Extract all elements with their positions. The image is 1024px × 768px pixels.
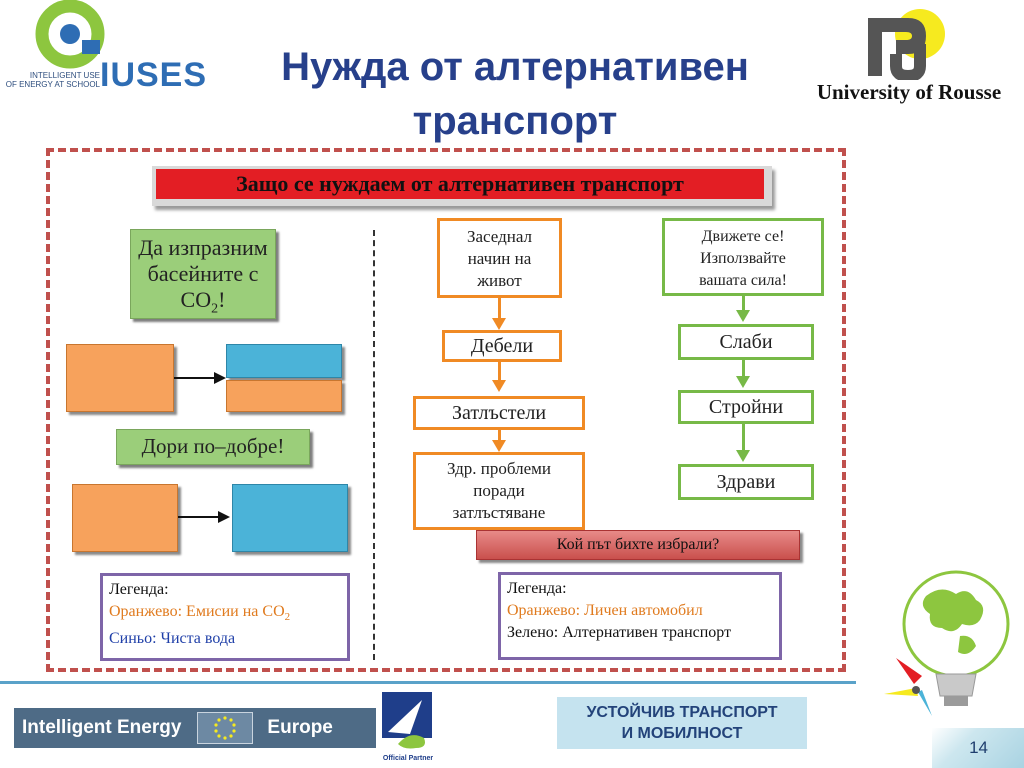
footer-divider bbox=[0, 681, 856, 684]
legend-left: Легенда: Оранжево: Емисии на CO2 Синьо: … bbox=[100, 573, 350, 661]
legend-left-blue: Синьо: Чиста вода bbox=[109, 628, 341, 650]
slim-box: Слаби bbox=[678, 324, 814, 360]
blue-block-2 bbox=[232, 484, 348, 552]
iuses-logo-subtext: INTELLIGENT USE OF ENERGY AT SCHOOL bbox=[4, 71, 100, 89]
globe-bulb-icon bbox=[884, 570, 1010, 716]
healthy-box: Здрави bbox=[678, 464, 814, 500]
ie-right-text: Europe bbox=[267, 717, 333, 738]
move-line1: Движете се! bbox=[701, 228, 785, 245]
rousse-emblem-icon bbox=[868, 9, 945, 83]
legend-right-green: Зелено: Алтернативен транспорт bbox=[507, 624, 732, 641]
official-partner-logo: Official Partner bbox=[380, 690, 436, 764]
empty-pools-line2: басейните с bbox=[147, 261, 259, 286]
green-arrow-3-head bbox=[736, 450, 750, 462]
orange-arrow-2-head bbox=[492, 380, 506, 392]
legend-right-title: Легенда: bbox=[507, 580, 567, 597]
column-divider bbox=[373, 230, 375, 660]
orange-arrow-2-line bbox=[498, 362, 501, 382]
orange-block-2 bbox=[72, 484, 178, 552]
university-name: University of Rousse bbox=[816, 80, 1002, 104]
sedentary-line2: начин на bbox=[467, 249, 532, 268]
empty-pools-box: Да изпразним басейните с CO2! bbox=[130, 229, 276, 319]
page-number: 14 bbox=[932, 728, 1024, 768]
move-line3: вашата сила! bbox=[699, 272, 787, 289]
page-title: Нужда от алтернативен транспорт bbox=[281, 45, 749, 143]
globe-bulb-illustration bbox=[856, 566, 1024, 728]
section-banner: Защо се нуждаем от алтернативен транспор… bbox=[156, 169, 764, 199]
sedentary-box: Заседнал начин на живот bbox=[437, 218, 562, 298]
blue-block-top bbox=[226, 344, 342, 378]
arrow-2-line bbox=[178, 516, 220, 518]
legend-left-orange: Оранжево: Емисии на CO2 bbox=[109, 601, 341, 628]
official-partner-text: Official Partner bbox=[382, 755, 434, 762]
sedentary-line3: живот bbox=[477, 271, 522, 290]
green-arrow-2-line bbox=[742, 360, 745, 376]
legend-right-orange: Оранжево: Личен автомобил bbox=[507, 602, 703, 619]
health-problems-line3: затлъстяване bbox=[452, 503, 546, 522]
eu-stars-icon bbox=[214, 716, 237, 740]
orange-arrow-1-head bbox=[492, 318, 506, 330]
arrow-1-head bbox=[214, 372, 226, 384]
topic-line2: И МОБИЛНОСТ bbox=[621, 725, 743, 742]
green-arrow-3-line bbox=[742, 424, 745, 450]
iuses-logo-icon bbox=[35, 0, 105, 69]
partner-emblem-icon bbox=[382, 692, 432, 749]
university-logo bbox=[860, 4, 950, 83]
eu-flag-icon bbox=[197, 712, 254, 744]
health-problems-line2: поради bbox=[473, 481, 525, 500]
iuses-logo-wordmark: IUSES bbox=[100, 56, 208, 94]
obese-box: Затлъстели bbox=[413, 396, 585, 430]
legend-left-blue-label: Синьо: bbox=[109, 630, 161, 648]
orange-arrow-3-head bbox=[492, 440, 506, 452]
iuses-logo: INTELLIGENT USE OF ENERGY AT SCHOOL IUSE… bbox=[2, 0, 222, 100]
empty-pools-line1: Да изпразним bbox=[138, 235, 268, 260]
ie-left-text: Intelligent Energy bbox=[22, 717, 182, 738]
fit-box: Стройни bbox=[678, 390, 814, 424]
fat-box: Дебели bbox=[442, 330, 562, 362]
orange-block-1 bbox=[66, 344, 174, 412]
topic-line1: УСТОЙЧИВ ТРАНСПОРТ bbox=[586, 704, 778, 721]
orange-arrow-3-line bbox=[498, 430, 501, 442]
co2-subscript: 2 bbox=[211, 301, 219, 317]
co2-text: CO bbox=[180, 287, 212, 312]
iuses-subtext-line2: OF ENERGY AT SCHOOL bbox=[5, 80, 100, 89]
legend-left-orange-sub: 2 bbox=[284, 611, 291, 624]
legend-left-orange-text: Оранжево: Емисии на CO bbox=[109, 603, 285, 620]
green-arrow-2-head bbox=[736, 376, 750, 388]
green-arrow-1-head bbox=[736, 310, 750, 322]
health-problems-line1: Здр. проблеми bbox=[447, 459, 551, 478]
exclaim-text: ! bbox=[218, 287, 226, 312]
legend-left-title: Легенда: bbox=[109, 581, 169, 598]
sedentary-line1: Заседнал bbox=[466, 227, 533, 246]
empty-pools-line3: CO2! bbox=[131, 287, 275, 322]
green-arrow-1-line bbox=[742, 296, 745, 310]
move-line2: Използвайте bbox=[700, 250, 786, 267]
orange-block-bottom bbox=[226, 380, 342, 412]
even-better-box: Дори по–добре! bbox=[116, 429, 310, 465]
arrow-2-head bbox=[218, 511, 230, 523]
content-frame bbox=[46, 148, 846, 672]
health-problems-box: Здр. проблеми поради затлъстяване bbox=[413, 452, 585, 530]
arrow-1-line bbox=[174, 377, 216, 379]
choice-question: Кой път бихте избрали? bbox=[476, 530, 800, 560]
move-box: Движете се! Използвайте вашата сила! bbox=[662, 218, 824, 296]
topic-box: УСТОЙЧИВ ТРАНСПОРТ И МОБИЛНОСТ bbox=[557, 697, 807, 749]
iuses-subtext-line1: INTELLIGENT USE bbox=[29, 71, 100, 80]
orange-arrow-1-line bbox=[498, 298, 501, 318]
intelligent-energy-europe-logo: Intelligent Energy Europe bbox=[14, 708, 376, 748]
legend-right: Легенда: Оранжево: Личен автомобил Зелен… bbox=[498, 572, 782, 660]
legend-left-blue-value: Чиста вода bbox=[160, 630, 236, 648]
